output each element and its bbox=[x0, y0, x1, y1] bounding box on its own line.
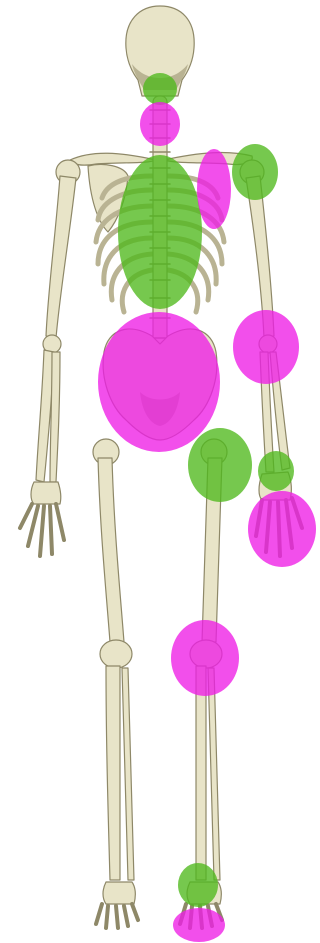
region-thoracic-spine bbox=[118, 155, 202, 309]
region-right-foot bbox=[173, 908, 225, 942]
region-cervical-spine bbox=[143, 73, 177, 105]
region-right-ankle bbox=[178, 863, 218, 907]
region-right-wrist bbox=[258, 451, 294, 491]
region-right-knee bbox=[171, 620, 239, 696]
region-lumbar-sacral-pelvis bbox=[98, 312, 220, 452]
region-right-elbow bbox=[233, 310, 299, 384]
region-right-hip bbox=[188, 428, 252, 502]
left-arm bbox=[20, 160, 80, 556]
region-upper-thoracic-spine bbox=[140, 102, 180, 146]
left-leg bbox=[93, 439, 138, 928]
region-right-scapula bbox=[197, 149, 231, 229]
region-right-hand bbox=[248, 491, 316, 567]
region-right-shoulder bbox=[232, 144, 278, 200]
